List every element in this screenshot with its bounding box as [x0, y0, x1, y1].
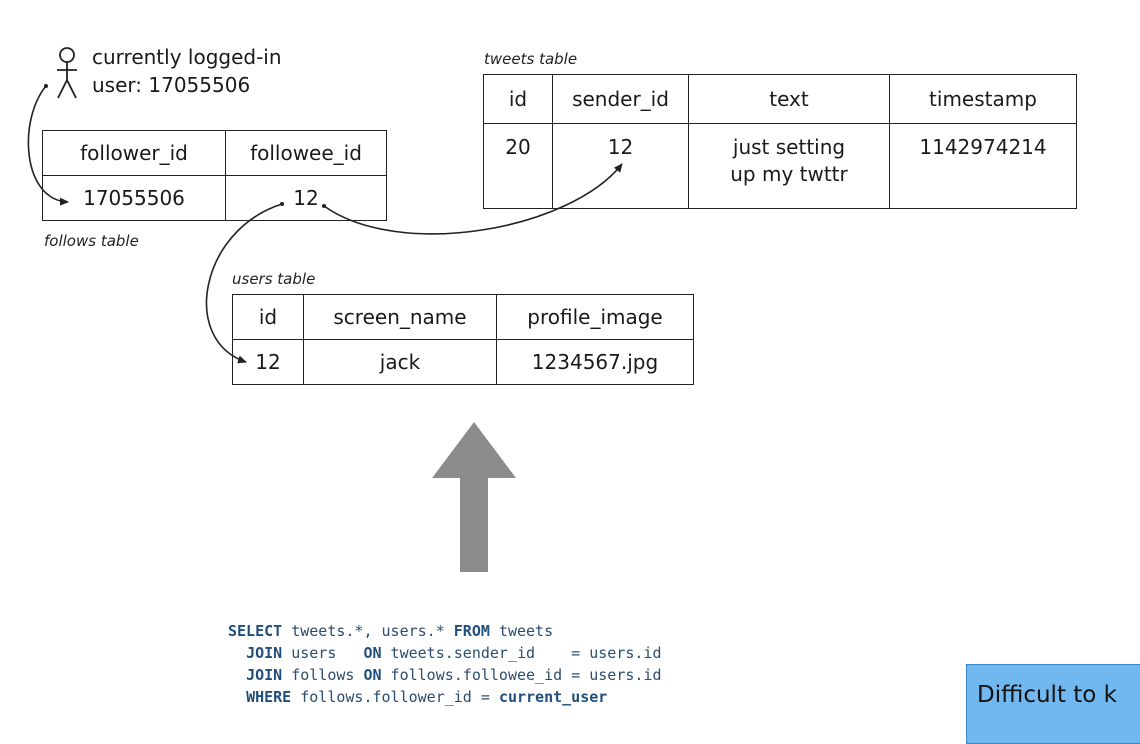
- sql-text: users: [282, 644, 364, 662]
- follows-header-follower-id: follower_id: [42, 130, 226, 176]
- users-table-caption: users table: [232, 270, 316, 288]
- sql-text: tweets.*, users.*: [282, 622, 454, 640]
- note-text: Difficult to k: [977, 682, 1117, 708]
- sql-keyword: ON: [363, 644, 382, 662]
- users-table: id screen_name profile_image 12 jack 123…: [232, 294, 694, 385]
- note-box: Difficult to k: [966, 664, 1140, 744]
- sql-keyword: JOIN: [246, 666, 283, 684]
- sql-keyword: current_user: [498, 688, 608, 706]
- users-cell-id: 12: [232, 339, 304, 385]
- follows-cell-follower-id: 17055506: [42, 175, 226, 221]
- user-label-line1: currently logged-in: [92, 45, 282, 69]
- sql-keyword: ON: [363, 666, 382, 684]
- follows-header-followee-id: followee_id: [225, 130, 387, 176]
- tweets-cell-sender-id: 12: [552, 123, 689, 209]
- sql-text: tweets: [489, 622, 554, 640]
- tweets-cell-timestamp: 1142974214: [889, 123, 1077, 209]
- sql-text: [228, 666, 246, 684]
- user-label-line2: user: 17055506: [92, 73, 251, 97]
- users-cell-profile-image: 1234567.jpg: [496, 339, 694, 385]
- tweets-cell-id: 20: [483, 123, 553, 209]
- sql-line: JOIN follows ON follows.followee_id = us…: [228, 664, 662, 686]
- sql-query: SELECT tweets.*, users.* FROM tweets JOI…: [228, 620, 662, 708]
- sql-line: WHERE follows.follower_id = current_user: [228, 686, 662, 708]
- users-cell-screen-name: jack: [303, 339, 497, 385]
- person-icon: [57, 47, 77, 99]
- sql-line: SELECT tweets.*, users.* FROM tweets: [228, 620, 662, 642]
- sql-text: [228, 644, 246, 662]
- sql-keyword: SELECT: [228, 622, 283, 640]
- users-header-screen-name: screen_name: [303, 294, 497, 340]
- follows-table-caption: follows table: [44, 232, 139, 250]
- tweets-cell-text: just setting up my twttr: [688, 123, 890, 209]
- tweets-table-caption: tweets table: [484, 50, 578, 68]
- sql-keyword: FROM: [453, 622, 490, 640]
- follows-table: follower_id followee_id 17055506 12: [42, 130, 387, 221]
- tweets-table: id sender_id text timestamp 20 12 just s…: [483, 74, 1077, 209]
- sql-line: JOIN users ON tweets.sender_id = users.i…: [228, 642, 662, 664]
- sql-text: [228, 688, 246, 706]
- users-header-profile-image: profile_image: [496, 294, 694, 340]
- sql-text: follows.followee_id = users.id: [381, 666, 662, 684]
- sql-text: follows: [282, 666, 364, 684]
- up-arrow-icon: [432, 422, 516, 572]
- follows-cell-followee-id: 12: [225, 175, 387, 221]
- tweets-header-text: text: [688, 74, 890, 124]
- sql-text: follows.follower_id =: [291, 688, 499, 706]
- sql-keyword: WHERE: [246, 688, 292, 706]
- tweets-header-timestamp: timestamp: [889, 74, 1077, 124]
- tweets-header-sender-id: sender_id: [552, 74, 689, 124]
- sql-keyword: JOIN: [246, 644, 283, 662]
- tweets-header-id: id: [483, 74, 553, 124]
- sql-text: tweets.sender_id = users.id: [381, 644, 662, 662]
- users-header-id: id: [232, 294, 304, 340]
